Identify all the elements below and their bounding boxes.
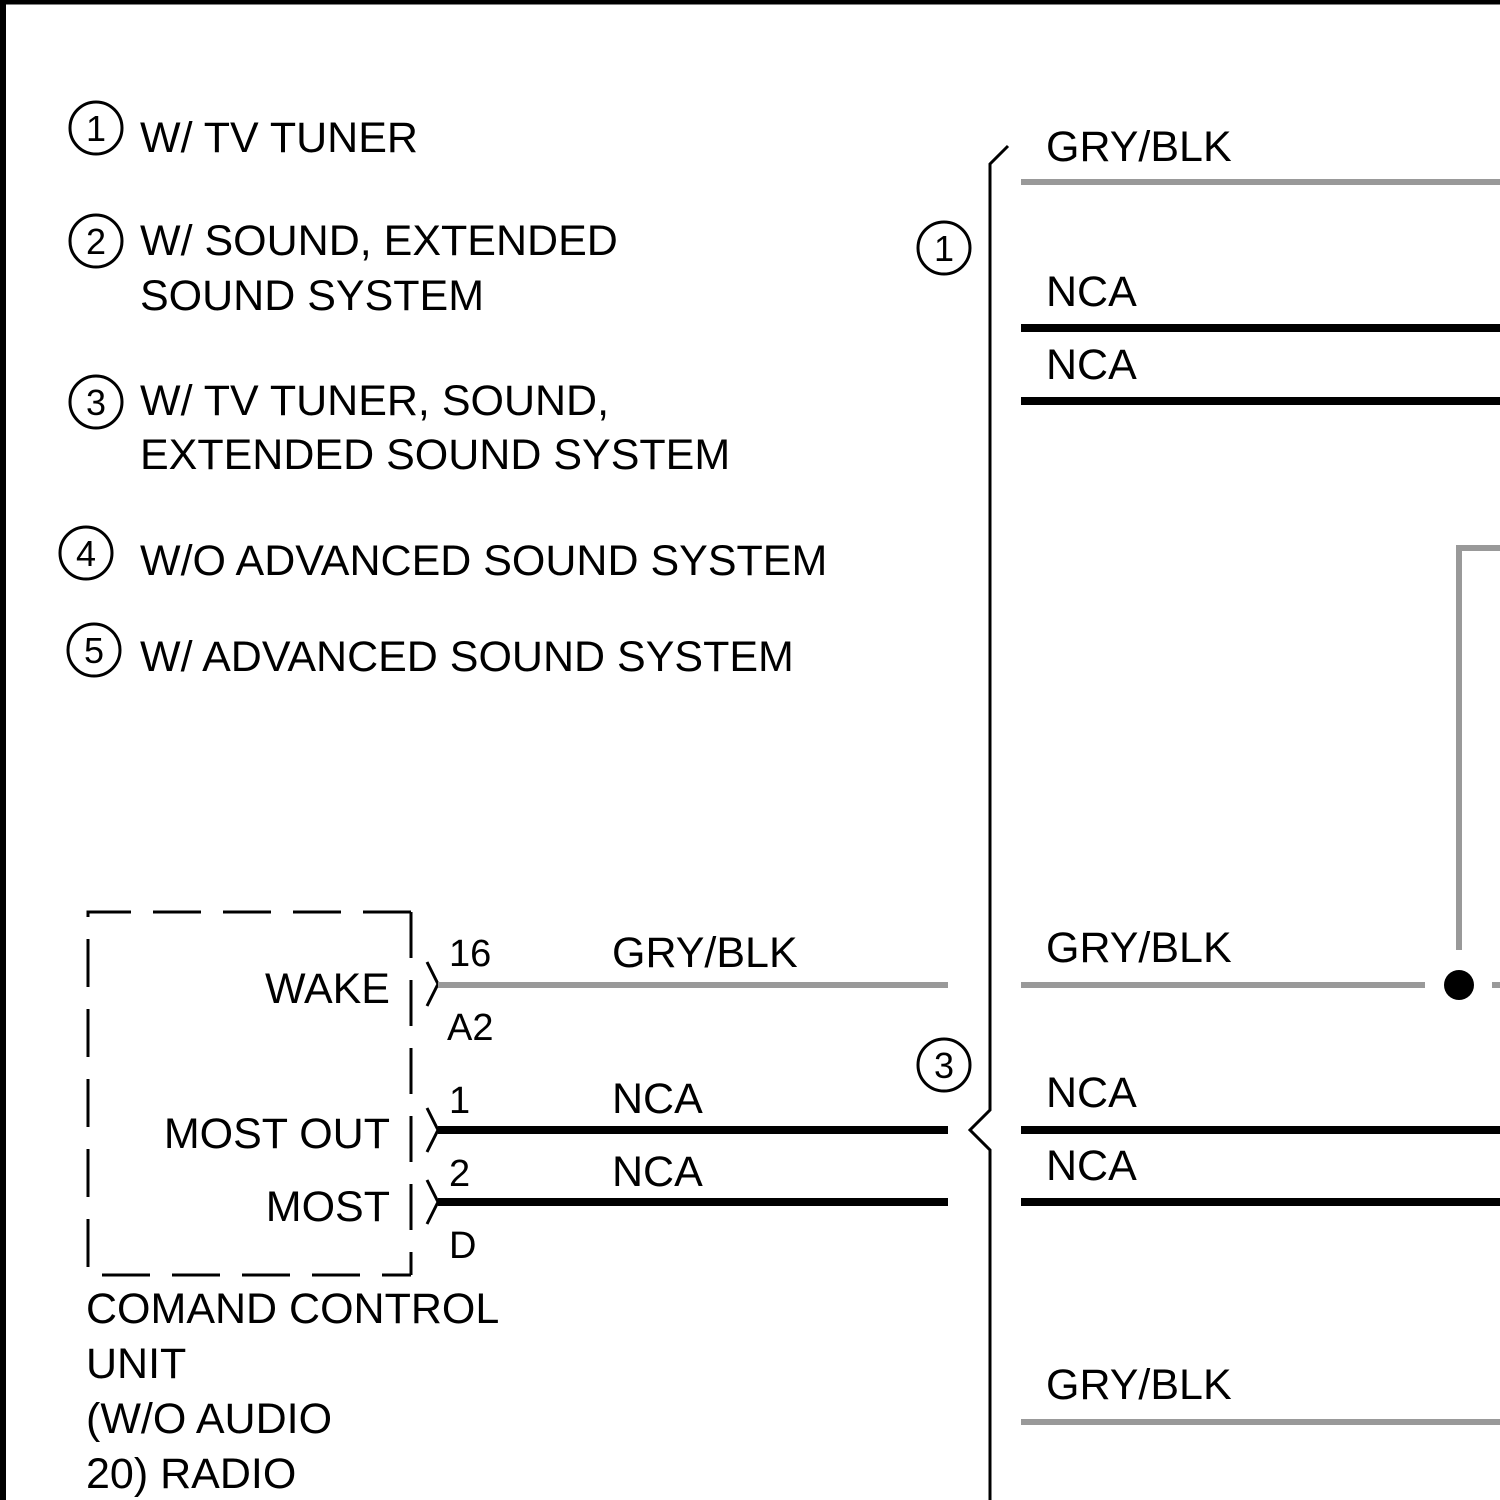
legend-marker-number: 1 bbox=[86, 108, 106, 149]
bracket-marker-lower: 3 bbox=[918, 1039, 970, 1091]
legend-item-5: 5 W/ ADVANCED SOUND SYSTEM bbox=[68, 624, 794, 681]
legend-item-3: 3 W/ TV TUNER, SOUND, EXTENDED SOUND SYS… bbox=[70, 376, 730, 479]
legend-marker-number: 3 bbox=[86, 382, 106, 423]
pin-function-label: MOST bbox=[266, 1183, 390, 1231]
legend-marker-number: 5 bbox=[84, 630, 104, 671]
connector-id: A2 bbox=[447, 1007, 493, 1049]
module-name-line: 20) RADIO bbox=[86, 1450, 296, 1498]
option-bracket bbox=[970, 146, 1008, 1500]
wire-color-label: NCA bbox=[1046, 1142, 1137, 1190]
connector-chevron bbox=[427, 1180, 438, 1224]
lower-wire-group: GRY/BLK NCA NCA bbox=[1021, 924, 1500, 1202]
connector-id: D bbox=[449, 1225, 476, 1267]
legend-text: W/O ADVANCED SOUND SYSTEM bbox=[140, 537, 827, 585]
legend: 1 W/ TV TUNER 2 W/ SOUND, EXTENDED SOUND… bbox=[60, 102, 827, 681]
pin-number: 1 bbox=[449, 1080, 470, 1122]
pin-function-label: MOST OUT bbox=[164, 1110, 390, 1158]
wire-color-label: NCA bbox=[612, 1148, 703, 1196]
module-name-line: COMAND CONTROL bbox=[86, 1285, 499, 1333]
splice-dot bbox=[1444, 970, 1474, 1000]
legend-text: SOUND SYSTEM bbox=[140, 272, 484, 320]
legend-text: W/ TV TUNER bbox=[140, 114, 418, 162]
legend-marker-number: 4 bbox=[76, 533, 96, 574]
branch-wire bbox=[1459, 548, 1500, 950]
module-name-line: UNIT bbox=[86, 1340, 186, 1388]
upper-wire-group: GRY/BLK NCA NCA bbox=[1021, 123, 1500, 401]
wire-color-label: GRY/BLK bbox=[612, 929, 798, 977]
wire-color-label: NCA bbox=[1046, 341, 1137, 389]
splice-branch bbox=[1444, 548, 1500, 1000]
bottom-wire-group: GRY/BLK bbox=[1021, 1361, 1500, 1422]
comand-control-unit: WAKE MOST OUT MOST 16 A2 1 2 D GRY/BLK N… bbox=[86, 912, 948, 1498]
wire-color-label: NCA bbox=[1046, 1069, 1137, 1117]
option-marker-number: 3 bbox=[934, 1045, 954, 1086]
legend-item-1: 1 W/ TV TUNER bbox=[70, 102, 418, 162]
legend-text: W/ TV TUNER, SOUND, bbox=[140, 377, 609, 425]
option-marker-number: 1 bbox=[934, 228, 954, 269]
legend-text: EXTENDED SOUND SYSTEM bbox=[140, 431, 730, 479]
connector-chevron bbox=[427, 1108, 438, 1152]
bracket-marker-upper: 1 bbox=[918, 222, 970, 274]
legend-text: W/ ADVANCED SOUND SYSTEM bbox=[140, 633, 794, 681]
legend-text: W/ SOUND, EXTENDED bbox=[140, 217, 618, 265]
module-name-line: (W/O AUDIO bbox=[86, 1395, 332, 1443]
connector-chevron bbox=[427, 962, 438, 1006]
wire-color-label: GRY/BLK bbox=[1046, 924, 1232, 972]
pin-function-label: WAKE bbox=[265, 965, 390, 1013]
wire-color-label: NCA bbox=[612, 1075, 703, 1123]
wire-color-label: GRY/BLK bbox=[1046, 123, 1232, 171]
legend-item-2: 2 W/ SOUND, EXTENDED SOUND SYSTEM bbox=[70, 215, 618, 320]
wire-color-label: GRY/BLK bbox=[1046, 1361, 1232, 1409]
wire-color-label: NCA bbox=[1046, 268, 1137, 316]
legend-marker-number: 2 bbox=[86, 221, 106, 262]
legend-item-4: 4 W/O ADVANCED SOUND SYSTEM bbox=[60, 527, 827, 585]
pin-number: 2 bbox=[449, 1153, 470, 1195]
pin-number: 16 bbox=[449, 933, 491, 975]
